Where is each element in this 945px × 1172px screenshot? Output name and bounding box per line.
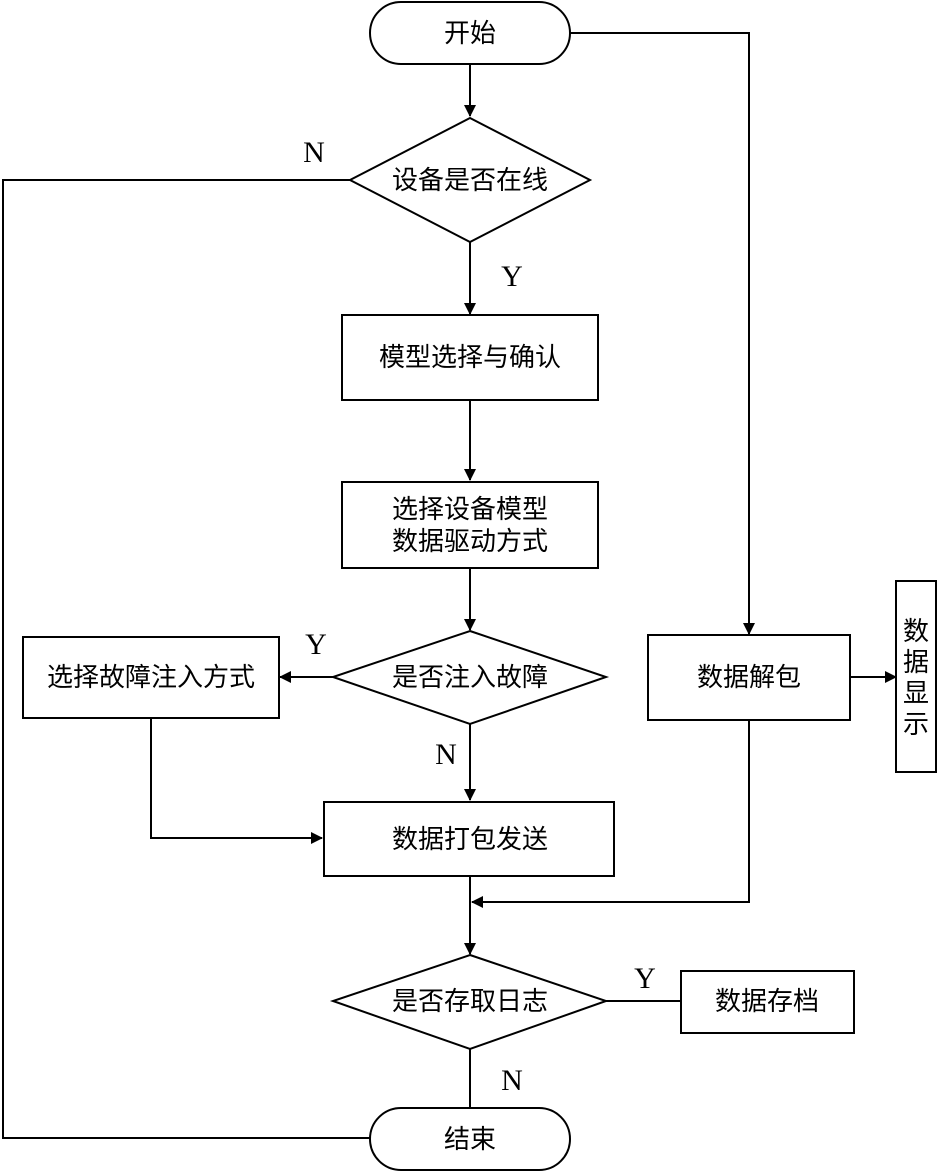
node-start-label: 开始 bbox=[444, 19, 496, 49]
node-drive-mode-line2: 数据驱动方式 bbox=[392, 527, 548, 557]
node-fault-mode-label: 选择故障注入方式 bbox=[47, 663, 255, 693]
node-display-char-1: 数 bbox=[903, 617, 929, 647]
node-archive-label: 数据存档 bbox=[715, 987, 819, 1017]
edge-mode-to-pack bbox=[150, 718, 323, 844]
node-fault-mode: 选择故障注入方式 bbox=[22, 636, 280, 719]
edge-online-no-loop bbox=[2, 179, 370, 1139]
label-online-yes: Y bbox=[501, 260, 523, 293]
node-online-check: 设备是否在线 bbox=[347, 116, 593, 244]
label-fault-no: N bbox=[435, 738, 457, 771]
node-display-char-4: 示 bbox=[903, 710, 929, 740]
node-online-check-label: 设备是否在线 bbox=[392, 166, 548, 196]
edge-start-to-unpack bbox=[570, 32, 755, 635]
node-unpack: 数据解包 bbox=[647, 634, 851, 721]
label-log-no: N bbox=[501, 1064, 523, 1097]
edge-unpack-to-main bbox=[471, 720, 750, 908]
node-pack-send-label: 数据打包发送 bbox=[392, 825, 548, 855]
node-archive: 数据存档 bbox=[680, 970, 855, 1034]
label-log-yes: Y bbox=[634, 962, 656, 995]
node-end: 结束 bbox=[369, 1107, 571, 1171]
node-end-label: 结束 bbox=[444, 1125, 496, 1155]
node-start: 开始 bbox=[369, 1, 571, 65]
node-unpack-label: 数据解包 bbox=[697, 663, 801, 693]
node-log-check: 是否存取日志 bbox=[329, 953, 610, 1051]
connectors bbox=[2, 32, 897, 1139]
label-fault-yes: Y bbox=[305, 628, 327, 661]
node-display-char-3: 显 bbox=[903, 679, 929, 709]
node-drive-mode-line1: 选择设备模型 bbox=[392, 495, 548, 525]
node-display: 数 据 显 示 bbox=[895, 580, 937, 773]
node-display-char-2: 据 bbox=[903, 648, 929, 678]
node-fault-check: 是否注入故障 bbox=[329, 629, 610, 726]
node-model-select-label: 模型选择与确认 bbox=[379, 343, 561, 373]
label-online-no: N bbox=[303, 136, 325, 169]
node-drive-mode: 选择设备模型 数据驱动方式 bbox=[341, 481, 599, 569]
node-fault-check-label: 是否注入故障 bbox=[392, 663, 548, 693]
node-log-check-label: 是否存取日志 bbox=[392, 987, 548, 1017]
node-model-select: 模型选择与确认 bbox=[341, 314, 599, 401]
node-pack-send: 数据打包发送 bbox=[323, 801, 615, 877]
